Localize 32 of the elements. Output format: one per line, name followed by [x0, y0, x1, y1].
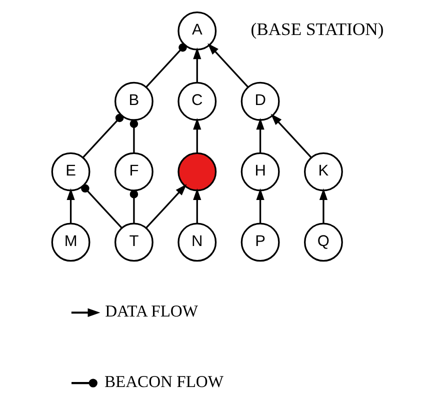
node-circle: F	[114, 152, 154, 192]
arrow	[256, 188, 264, 224]
node-circle: Q	[304, 222, 343, 262]
node-circle: B	[114, 82, 154, 121]
node-circle: E	[51, 152, 90, 192]
connector	[82, 114, 124, 158]
connector	[130, 190, 138, 224]
node-circle: H	[240, 152, 280, 192]
node-circle	[178, 152, 217, 192]
connector	[146, 43, 187, 88]
arrow	[256, 118, 264, 153]
node-label: (BASE STATION)	[250, 19, 384, 40]
arrow	[66, 188, 75, 224]
node-circle: A	[178, 11, 217, 50]
legend-label: BEACON FLOW	[104, 372, 224, 391]
node-circle: N	[178, 222, 217, 262]
legend-label: DATA FLOW	[105, 302, 198, 321]
connector	[130, 120, 138, 153]
node-circle: T	[114, 222, 154, 262]
node-circle: P	[240, 222, 280, 262]
node-circle: C	[178, 82, 217, 121]
connector	[81, 184, 122, 229]
arrow	[193, 188, 202, 224]
node-circle: D	[240, 82, 280, 121]
node-circle: M	[51, 222, 90, 262]
arrow	[193, 48, 202, 82]
arrow	[146, 184, 187, 229]
arrow	[319, 188, 328, 224]
node-circle: K	[304, 152, 343, 192]
arrow	[193, 118, 202, 153]
arrow	[270, 114, 312, 158]
arrow	[208, 43, 249, 88]
